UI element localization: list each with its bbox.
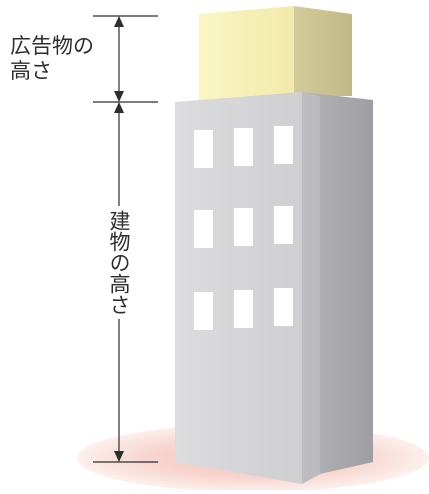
- rooftop-sign: [199, 6, 352, 102]
- building-windows: [194, 126, 293, 330]
- ad-height-label: 広告物の 高さ: [10, 34, 94, 84]
- dimension-arrows: [114, 16, 124, 462]
- building-corner-shade: [302, 92, 320, 484]
- sign-side-face: [294, 6, 352, 96]
- window: [274, 126, 293, 164]
- building-height-label: 建物の高さ: [106, 206, 132, 319]
- arrow-down-sign-bottom: [114, 91, 124, 102]
- window: [234, 290, 253, 328]
- arrow-up-building-top: [114, 102, 124, 113]
- ad-height-label-line1: 広告物の: [10, 34, 94, 58]
- building-front-face: [175, 92, 302, 484]
- building: [175, 92, 373, 484]
- window: [274, 206, 293, 244]
- window: [194, 210, 213, 248]
- window: [194, 130, 213, 168]
- ad-height-label-line2: 高さ: [10, 59, 52, 83]
- window: [234, 128, 253, 166]
- arrow-up-sign-top: [114, 16, 124, 27]
- arrow-down-ground: [114, 451, 124, 462]
- window: [194, 292, 213, 330]
- sign-front-face: [199, 6, 294, 102]
- window: [234, 208, 253, 246]
- window: [274, 288, 293, 326]
